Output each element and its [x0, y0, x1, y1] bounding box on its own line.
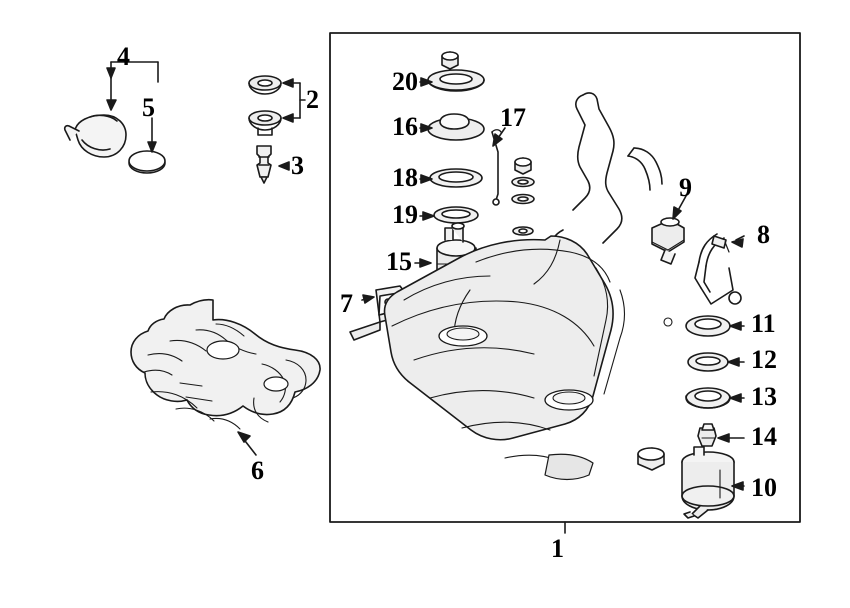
- callout-2-leader: [282, 78, 306, 123]
- part-10-fuel-pump-module: [681, 446, 735, 519]
- callout-label-3: 3: [291, 151, 304, 180]
- callout-13-leader: [729, 393, 745, 403]
- callout-label-5: 5: [142, 93, 155, 122]
- part-16-cover: [427, 113, 485, 141]
- callout-20-leader: [419, 77, 433, 87]
- vent-hose: [627, 147, 663, 191]
- callout-label-12: 12: [751, 345, 777, 374]
- callout-label-11: 11: [751, 309, 776, 338]
- callout-3-leader: [278, 161, 290, 171]
- callout-19-leader: [419, 211, 435, 221]
- part-9-pressure-sensor: [651, 217, 685, 265]
- part-13-lock-ring: [685, 387, 731, 409]
- callout-label-8: 8: [757, 220, 770, 249]
- callout-5-leader: [147, 117, 157, 153]
- callout-11-leader: [729, 321, 745, 331]
- part-2-grommet-upper: [248, 75, 282, 95]
- callout-label-7: 7: [340, 289, 353, 318]
- callout-label-1: 1: [551, 534, 564, 563]
- callout-label-15: 15: [386, 247, 412, 276]
- callout-4-leader: [106, 61, 159, 111]
- callout-7-leader: [361, 294, 375, 304]
- part-2-grommet-lower: [248, 110, 282, 136]
- callout-label-17: 17: [500, 103, 526, 132]
- callout-label-19: 19: [392, 200, 418, 229]
- part-14-valve: [697, 423, 717, 447]
- callout-label-13: 13: [751, 382, 777, 411]
- callout-15-leader: [414, 258, 432, 268]
- part-18-seal-ring: [429, 168, 483, 188]
- callout-6-leader: [237, 431, 257, 456]
- callout-label-2: 2: [306, 85, 319, 114]
- part-6-heat-shield: [130, 298, 321, 430]
- callout-label-18: 18: [392, 163, 418, 192]
- callout-10-leader: [731, 481, 745, 491]
- callout-12-leader: [727, 357, 745, 367]
- callout-label-14: 14: [751, 422, 777, 451]
- callout-9-leader: [672, 195, 687, 220]
- part-5-cap-seal-ring: [128, 150, 166, 174]
- part-4-fuel-cap: [63, 114, 127, 158]
- callout-label-16: 16: [392, 112, 418, 141]
- part-12-seal-ring: [687, 352, 729, 372]
- callout-16-leader: [419, 123, 433, 133]
- callout-14-leader: [717, 433, 745, 443]
- callout-label-20: 20: [392, 67, 418, 96]
- callout-17-leader: [492, 127, 506, 147]
- part-11-seal-ring: [685, 315, 731, 337]
- washer-stack: [511, 157, 535, 236]
- callout-label-9: 9: [679, 173, 692, 202]
- part-19-seal-ring: [433, 206, 479, 224]
- callout-label-10: 10: [751, 473, 777, 502]
- tank-drain-fitting: [637, 447, 665, 471]
- callout-8-leader: [731, 235, 745, 248]
- callout-label-4: 4: [117, 42, 130, 71]
- part-3-bolt: [256, 145, 272, 184]
- callout-18-leader: [419, 174, 433, 184]
- part-20-lock-ring: [427, 51, 485, 92]
- callout-label-6: 6: [251, 456, 264, 485]
- fuel-tank-body: [383, 92, 673, 481]
- part-8-wire-harness: [694, 233, 742, 305]
